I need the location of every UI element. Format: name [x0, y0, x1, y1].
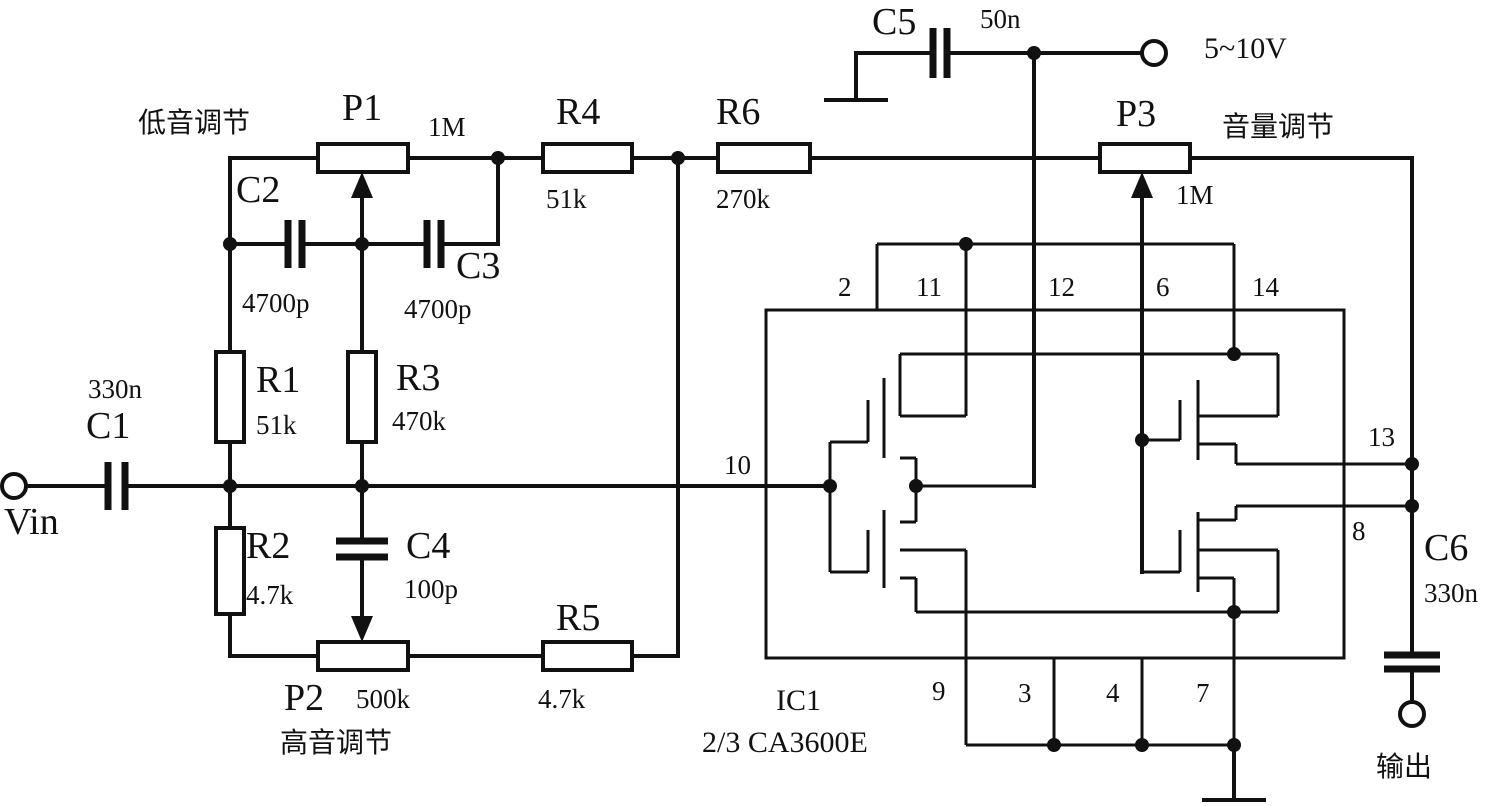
pin-12-label: 12 — [1048, 272, 1075, 302]
output-terminal — [1398, 700, 1426, 728]
P1-name: P1 — [342, 87, 382, 129]
R1-name: R1 — [256, 359, 300, 401]
resistor-R3 — [346, 350, 378, 444]
C5-value: 50n — [980, 4, 1021, 34]
bass-control-label: 低音调节 — [138, 106, 250, 139]
C4-name: C4 — [406, 525, 450, 567]
input-label: Vin — [4, 501, 59, 543]
R6-name: R6 — [716, 91, 760, 133]
input-terminal — [0, 472, 28, 500]
resistor-P1 — [316, 142, 410, 174]
C1-value: 330n — [88, 374, 143, 404]
volume-control-label: 音量调节 — [1222, 110, 1334, 143]
ic-part: 2/3 CA3600E — [702, 726, 868, 759]
resistor-P3 — [1098, 142, 1192, 174]
R6-value: 270k — [716, 184, 771, 214]
pin-13-label: 13 — [1368, 422, 1395, 452]
pin-3-label: 3 — [1018, 678, 1032, 708]
capacitor-C1 — [104, 462, 129, 510]
R1-value: 51k — [256, 410, 297, 440]
P1-value: 1M — [428, 112, 466, 142]
R2-value: 4.7k — [246, 580, 294, 610]
capacitor-C2 — [284, 220, 306, 268]
P3-value: 1M — [1176, 180, 1214, 210]
pin-6-label: 6 — [1156, 272, 1170, 302]
supply-terminal — [1140, 39, 1168, 67]
supply-label: 5~10V — [1204, 32, 1287, 65]
C1-name: C1 — [86, 405, 130, 447]
wires — [26, 51, 1414, 802]
P2-value: 500k — [356, 684, 411, 714]
resistor-R4 — [541, 142, 634, 174]
capacitor-C4 — [336, 537, 388, 561]
C6-name: C6 — [1424, 527, 1468, 569]
pin-2-label: 2 — [838, 272, 852, 302]
R2-name: R2 — [246, 525, 290, 567]
C3-name: C3 — [456, 245, 500, 287]
resistors — [214, 142, 1192, 672]
R3-value: 470k — [392, 406, 447, 436]
capacitor-C3 — [423, 220, 445, 268]
resistor-R1 — [214, 350, 246, 444]
C2-value: 4700p — [242, 288, 310, 318]
junctions — [223, 46, 1419, 752]
pin-4-label: 4 — [1106, 678, 1120, 708]
treble-control-label: 高音调节 — [280, 726, 392, 759]
capacitor-C5 — [929, 28, 951, 78]
resistor-R6 — [716, 142, 812, 174]
C2-name: C2 — [236, 169, 280, 211]
pin-10-label: 10 — [724, 450, 751, 480]
R4-value: 51k — [546, 184, 587, 214]
capacitors — [104, 28, 1440, 673]
resistor-R5 — [541, 640, 634, 672]
resistor-R2 — [214, 526, 246, 616]
C3-value: 4700p — [404, 294, 472, 324]
C4-value: 100p — [404, 574, 458, 604]
labels: Vin 输出 5~10V 低音调节 高音调节 音量调节 C1 330n C2 4… — [4, 1, 1479, 783]
pin-14-label: 14 — [1252, 272, 1280, 302]
R5-value: 4.7k — [538, 684, 586, 714]
pin-8-label: 8 — [1352, 516, 1366, 546]
R3-name: R3 — [396, 357, 440, 399]
ic-outline — [764, 308, 1346, 660]
P1-wiper-arrow — [351, 172, 373, 198]
resistor-P2 — [316, 640, 410, 672]
pin-11-label: 11 — [916, 272, 942, 302]
P2-wiper-arrow — [351, 616, 373, 642]
ic-package — [764, 242, 1412, 747]
wiper-arrows — [351, 172, 1153, 642]
R5-name: R5 — [556, 597, 600, 639]
C6-value: 330n — [1424, 578, 1479, 608]
C5-name: C5 — [872, 1, 916, 43]
ic-name: IC1 — [776, 684, 821, 717]
capacitor-C6 — [1384, 651, 1440, 673]
pin-9-label: 9 — [932, 676, 946, 706]
R4-name: R4 — [556, 91, 600, 133]
output-label: 输出 — [1376, 750, 1432, 783]
P2-name: P2 — [284, 677, 324, 719]
pin-7-label: 7 — [1196, 678, 1210, 708]
P3-wiper-arrow — [1131, 172, 1153, 198]
P3-name: P3 — [1116, 93, 1156, 135]
